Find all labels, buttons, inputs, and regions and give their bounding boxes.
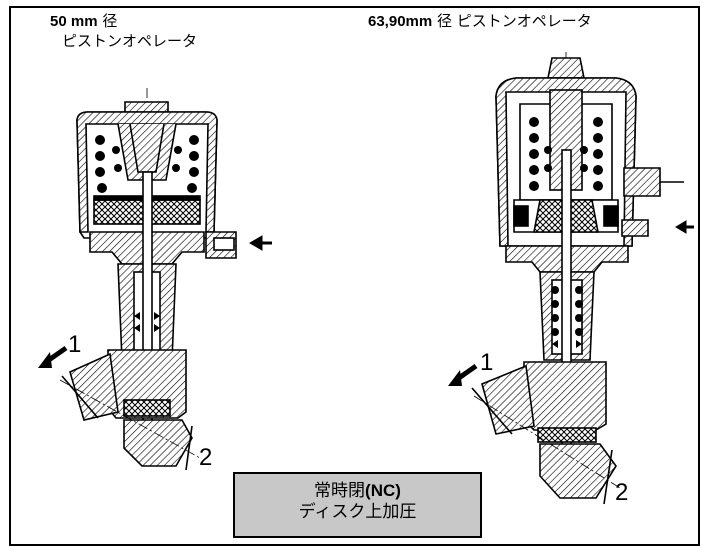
- left-port-2-label: 2: [199, 444, 213, 471]
- left-port-1-label: 1: [68, 331, 82, 358]
- spring-coil-icon: [529, 117, 603, 191]
- pressure-arrow-icon: [249, 235, 272, 251]
- spring-coil-icon: [95, 135, 199, 193]
- left-valve-subtitle: ピストンオペレータ: [62, 32, 198, 50]
- nc-caption-line1: 常時閉(NC): [314, 481, 401, 501]
- normally-closed-caption: 常時閉(NC) ディスク上加圧: [233, 472, 482, 538]
- pressure-arrow-icon: [675, 220, 694, 234]
- left-valve-title: 50 mm 径: [50, 12, 118, 30]
- right-port-2-label: 2: [615, 479, 629, 506]
- right-valve: [471, 52, 684, 505]
- valve-cross-sections: [38, 52, 694, 505]
- right-port-1-label: 1: [480, 349, 494, 376]
- left-valve: [59, 88, 237, 471]
- flow-arrow-icon: [448, 363, 478, 386]
- flow-arrow-icon: [38, 345, 68, 368]
- nc-caption-line2: ディスク上加圧: [298, 502, 417, 522]
- right-valve-title: 63,90mm 径 ピストンオペレータ: [368, 12, 592, 30]
